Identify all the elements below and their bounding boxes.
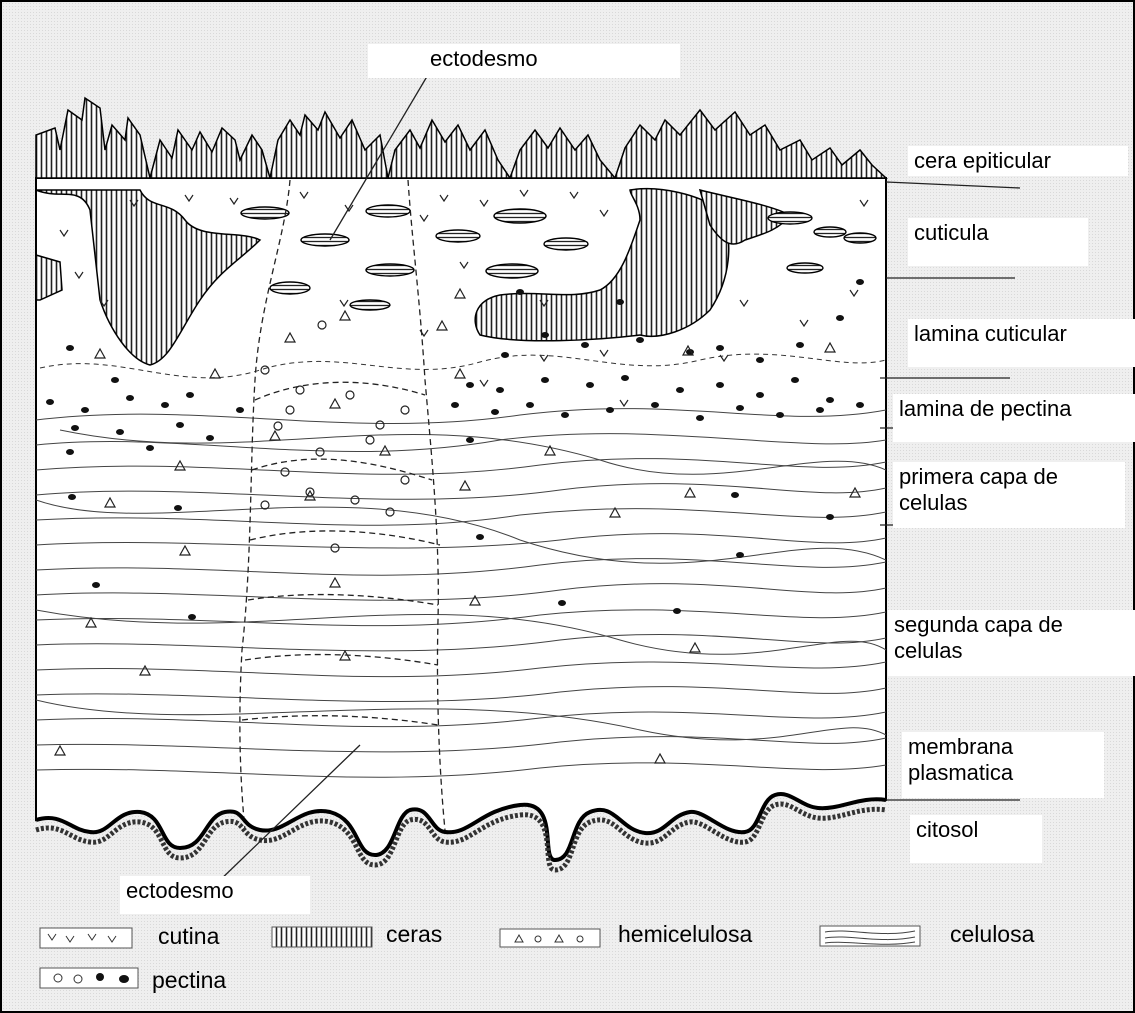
label-primera-capa: primera capa de celulas: [893, 462, 1125, 528]
label-lamina-cuticular: lamina cuticular: [908, 319, 1135, 367]
label-cuticula: cuticula: [908, 218, 1088, 266]
label-membrana-plasmatica: membrana plasmatica: [902, 732, 1104, 798]
label-lamina-de-pectina: lamina de pectina: [893, 394, 1135, 442]
label-ectodesmo-bottom: ectodesmo: [120, 876, 310, 914]
legend-swatch-pectina: [40, 968, 138, 988]
label-ectodesmo-top: ectodesmo: [368, 44, 680, 78]
legend-label-ceras: ceras: [386, 920, 442, 948]
legend-swatch-ceras: [272, 927, 372, 947]
legend-label-hemicelulosa: hemicelulosa: [618, 920, 752, 948]
legend-label-pectina: pectina: [152, 966, 226, 994]
label-cera-epiticular: cera epiticular: [908, 146, 1128, 176]
label-citosol: citosol: [910, 815, 1042, 863]
legend-swatch-cutina: [40, 928, 132, 948]
legend-swatch-hemicelulosa: [500, 929, 600, 947]
legend-label-cutina: cutina: [158, 922, 219, 950]
legend-swatch-celulosa: [820, 926, 920, 946]
legend-label-celulosa: celulosa: [950, 920, 1034, 948]
label-segunda-capa: segunda capa de celulas: [888, 610, 1135, 676]
